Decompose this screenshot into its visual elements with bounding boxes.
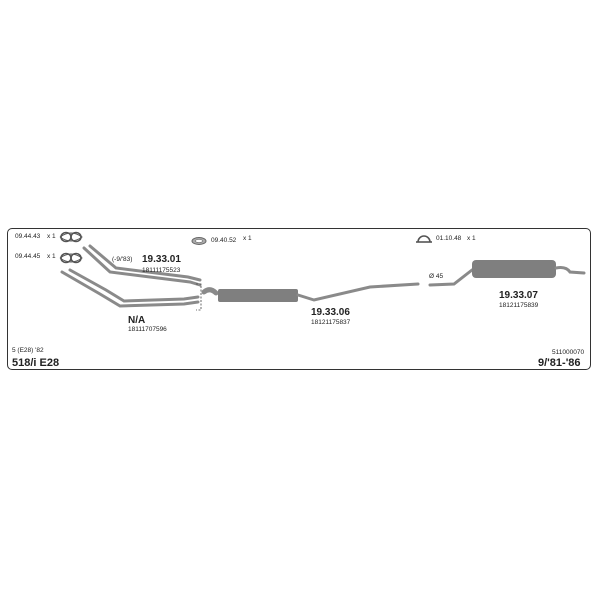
middle-silencer	[218, 282, 420, 302]
lower-pipe-number: N/A	[128, 315, 146, 326]
gasket-a-qty: x 1	[47, 233, 56, 240]
catalog-number: 511000070	[552, 349, 585, 356]
diagram-frame	[7, 228, 591, 370]
years-label: 9/'81-'86	[538, 357, 581, 369]
gasket-icon	[59, 252, 83, 264]
joint-pipe	[201, 287, 219, 296]
gasket-icon	[59, 231, 83, 243]
gasket-b-code: 09.44.45	[15, 253, 41, 260]
rear-silencer-number: 19.33.07	[499, 290, 538, 301]
ring-qty: x 1	[243, 235, 252, 242]
front-pipe-upper	[82, 244, 202, 287]
rear-silencer	[428, 260, 586, 287]
diameter-label: Ø 45	[429, 273, 444, 280]
gasket-b-qty: x 1	[47, 253, 56, 260]
front-pipe-number: 19.33.01	[142, 254, 181, 265]
front-pipe-oe: 18111175523	[142, 267, 181, 274]
front-pipe-lower	[60, 268, 200, 308]
clamp-code: 01.10.48	[436, 235, 462, 242]
ring-icon	[191, 237, 207, 245]
clamp-icon	[416, 235, 432, 243]
model-label: 518/i E28	[12, 357, 60, 369]
middle-silencer-number: 19.33.06	[311, 307, 350, 318]
engine-note: 5 (E28) '82	[12, 347, 44, 354]
rear-silencer-oe: 18121175839	[499, 302, 539, 309]
gasket-a-code: 09.44.43	[15, 233, 41, 240]
clamp-qty: x 1	[467, 235, 476, 242]
connection-bracket	[196, 283, 202, 311]
lower-pipe-oe: 18111707596	[128, 326, 167, 333]
front-pipe-note: (-9/'83)	[112, 256, 133, 263]
middle-silencer-oe: 18121175837	[311, 319, 351, 326]
ring-code: 09.40.52	[211, 237, 237, 244]
